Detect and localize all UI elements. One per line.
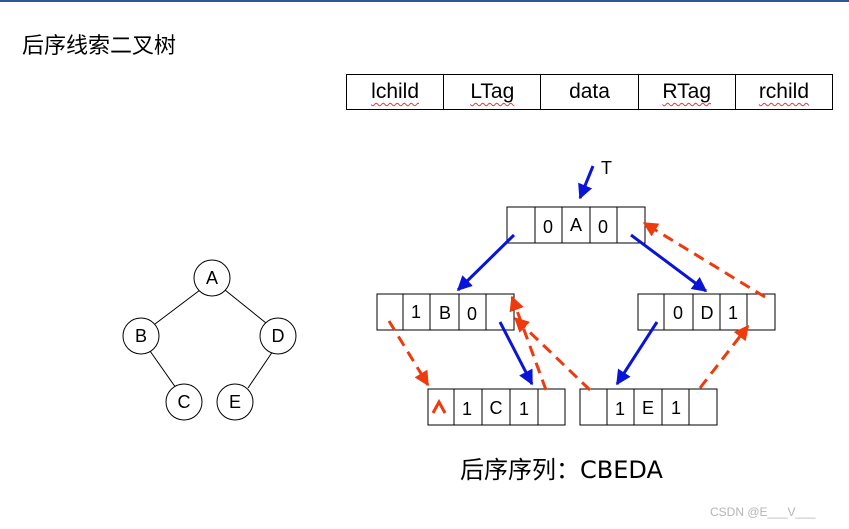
node-d-rtag-cell <box>719 293 748 331</box>
node-a-data-cell <box>561 206 591 244</box>
node-c-ltag-cell <box>453 388 483 426</box>
root-pointer-arrow <box>578 165 595 200</box>
postorder-value: CBEDA <box>580 456 663 484</box>
node-c-rtag-cell <box>509 388 539 426</box>
thread-node-c: 1 C 1 <box>427 388 566 426</box>
thread-link-e-prev-b <box>513 316 592 392</box>
node-a-rtag: 0 <box>598 217 608 237</box>
node-e-data-cell <box>633 388 663 426</box>
node-d-ltag: 0 <box>673 303 683 323</box>
node-d-data: D <box>701 303 714 323</box>
child-link-b-c <box>498 321 534 386</box>
tree-edge-a-d <box>224 289 267 324</box>
child-link-a-b <box>456 233 516 292</box>
node-b-rtag: 0 <box>467 304 477 324</box>
field-rtag: RTag <box>639 75 736 109</box>
node-e-rchild-cell <box>688 388 718 426</box>
thread-link-e-next-d <box>698 324 750 389</box>
postorder-sequence: 后序序列：CBEDA <box>460 450 663 485</box>
node-e-lchild-cell <box>579 388 608 426</box>
tree-edge-b-c <box>149 350 177 389</box>
threaded-tree: T 0 A 0 1 B 0 <box>376 158 776 426</box>
thread-node-a: 0 A 0 <box>506 206 646 244</box>
tree-edge-d-e <box>247 350 274 389</box>
node-d-lchild-cell <box>637 293 665 331</box>
thread-link-c-next-b <box>509 295 548 391</box>
node-a-ltag-cell <box>534 206 563 244</box>
node-a-rchild-cell <box>616 206 646 244</box>
field-lchild: lchild <box>347 75 445 109</box>
thread-node-e: 1 E 1 <box>579 388 718 426</box>
binary-tree: A B C D E <box>122 259 297 421</box>
node-c-rtag: 1 <box>519 399 529 419</box>
node-a-ltag: 0 <box>543 217 553 237</box>
child-link-d-e <box>615 321 659 386</box>
thread-node-d: 0 D 1 <box>637 293 776 331</box>
node-c-rchild-cell <box>537 388 566 426</box>
page-title: 后序线索二叉树 <box>22 34 177 59</box>
node-d-data-cell <box>692 293 721 331</box>
node-b-rchild-cell <box>485 293 515 331</box>
tree-node-c <box>165 383 203 421</box>
node-c-ltag: 1 <box>462 399 472 419</box>
node-b-ltag: 1 <box>411 302 421 322</box>
node-b-data-cell <box>429 293 460 331</box>
node-e-rtag: 1 <box>671 398 681 418</box>
tree-node-d <box>259 317 297 355</box>
tree-node-e <box>216 383 254 421</box>
node-a-data: A <box>570 215 582 235</box>
thread-link-d-next-a <box>642 221 766 299</box>
node-structure-table: lchild LTag data RTag rchild <box>346 74 833 110</box>
thread-node-b: 1 B 0 <box>376 293 515 331</box>
root-pointer-label: T <box>601 158 612 178</box>
null-marker-caret <box>431 398 447 414</box>
field-rchild: rchild <box>758 80 809 103</box>
field-ltag: LTag <box>444 75 542 109</box>
top-accent-bar <box>0 0 849 2</box>
node-d-ltag-cell <box>663 293 694 331</box>
node-d-rtag: 1 <box>728 303 738 323</box>
tree-node-e-label: E <box>229 392 241 412</box>
tree-node-a <box>193 259 231 297</box>
tree-node-a-label: A <box>206 268 218 288</box>
tree-node-b-label: B <box>135 326 147 346</box>
thread-link-c-prev-b <box>387 320 430 387</box>
child-link-a-d <box>630 233 708 293</box>
node-b-ltag-cell <box>402 293 431 331</box>
field-data: data <box>541 75 639 109</box>
tree-node-b <box>122 317 160 355</box>
watermark: CSDN @E___V___ <box>710 505 816 519</box>
tree-node-d-label: D <box>272 326 285 346</box>
node-e-ltag: 1 <box>615 399 625 419</box>
tree-edge-a-b <box>154 289 201 325</box>
node-e-data: E <box>642 398 654 418</box>
node-d-rchild-cell <box>746 293 776 331</box>
node-c-data: C <box>490 398 503 418</box>
postorder-label: 后序序列： <box>460 456 580 484</box>
tree-node-c-label: C <box>178 392 191 412</box>
node-b-data: B <box>439 303 451 323</box>
